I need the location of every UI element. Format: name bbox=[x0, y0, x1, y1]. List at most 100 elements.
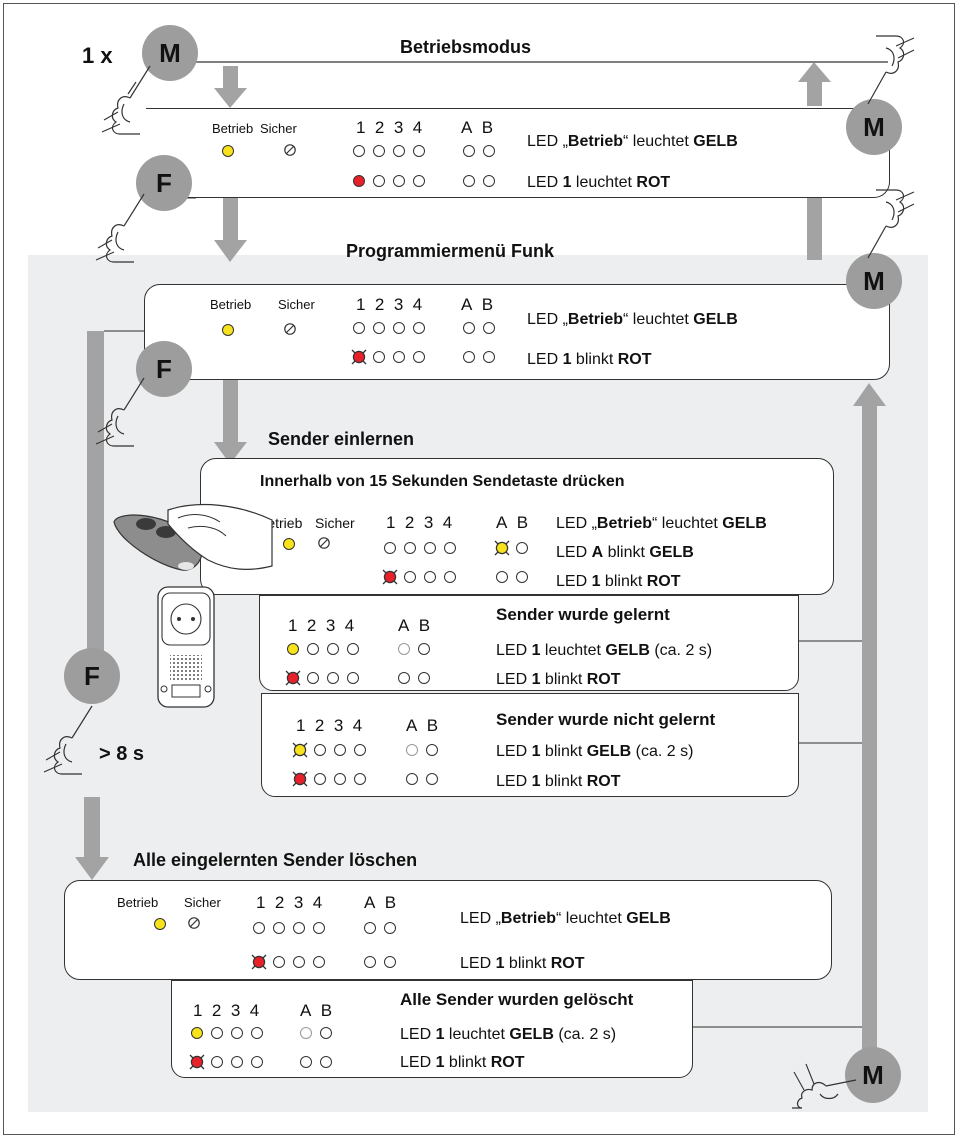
led-off bbox=[406, 744, 418, 756]
mode-line2: LED 1 leuchtet ROT bbox=[527, 174, 671, 191]
led-off bbox=[398, 643, 410, 655]
mode-box bbox=[146, 108, 890, 198]
hand-pointing-icon bbox=[792, 1063, 857, 1109]
learn-title: Sender einlernen bbox=[268, 429, 415, 449]
label-betrieb: Betrieb bbox=[210, 297, 252, 312]
led-off bbox=[426, 773, 438, 785]
led-off bbox=[444, 542, 456, 554]
led-off bbox=[253, 922, 265, 934]
m-button[interactable]: M bbox=[142, 25, 198, 81]
led-off bbox=[373, 351, 385, 363]
led-yellow bbox=[191, 1027, 203, 1039]
led-off bbox=[463, 145, 475, 157]
led-off bbox=[231, 1056, 243, 1068]
led-off bbox=[334, 744, 346, 756]
led-letters: A B bbox=[406, 716, 439, 735]
prog-title: Programmiermenü Funk bbox=[346, 241, 555, 261]
learn-line2: LED A blinkt GELB bbox=[556, 544, 694, 561]
led-off bbox=[300, 1027, 312, 1039]
led-off bbox=[483, 322, 495, 334]
led-off bbox=[496, 571, 508, 583]
label-betrieb: Betrieb bbox=[117, 895, 159, 910]
led-off bbox=[251, 1056, 263, 1068]
blink-star-icon bbox=[189, 1054, 205, 1070]
deleted-title: Alle Sender wurden gelöscht bbox=[400, 990, 634, 1009]
delete-line2: LED 1 blinkt ROT bbox=[460, 955, 585, 972]
m-button[interactable]: M bbox=[846, 253, 902, 309]
led-off bbox=[413, 145, 425, 157]
led-off bbox=[314, 773, 326, 785]
mode-title: Betriebsmodus bbox=[400, 37, 532, 57]
led-off bbox=[354, 744, 366, 756]
led-off bbox=[211, 1027, 223, 1039]
deleted-line2: LED 1 blinkt ROT bbox=[400, 1054, 525, 1071]
learned-line2: LED 1 blinkt ROT bbox=[496, 671, 621, 688]
led-off bbox=[320, 1027, 332, 1039]
hand-pointing-icon bbox=[95, 193, 145, 263]
led-numbers: 1 2 3 4 bbox=[386, 513, 453, 532]
led-off bbox=[516, 571, 528, 583]
led-off bbox=[373, 175, 385, 187]
blink-star-icon bbox=[382, 569, 398, 585]
prog-line2: LED 1 blinkt ROT bbox=[527, 351, 652, 368]
learn-line1: LED „Betrieb“ leuchtet GELB bbox=[556, 515, 767, 532]
label-sicher: Sicher bbox=[184, 895, 221, 910]
led-numbers: 1 2 3 4 bbox=[356, 118, 423, 137]
led-off bbox=[251, 1027, 263, 1039]
led-off bbox=[320, 1056, 332, 1068]
f-button[interactable]: F bbox=[136, 341, 192, 397]
blink-star-icon bbox=[292, 771, 308, 787]
led-off bbox=[463, 351, 475, 363]
led-red bbox=[353, 175, 365, 187]
f-button[interactable]: F bbox=[136, 155, 192, 211]
led-off bbox=[404, 571, 416, 583]
led-letters: A B bbox=[398, 616, 431, 635]
learn-line3: LED 1 blinkt ROT bbox=[556, 573, 681, 590]
led-off bbox=[314, 744, 326, 756]
led-off bbox=[483, 145, 495, 157]
led-off bbox=[404, 542, 416, 554]
led-off bbox=[307, 643, 319, 655]
blink-star-icon bbox=[351, 349, 367, 365]
led-off bbox=[373, 322, 385, 334]
learned-line1: LED 1 leuchtet GELB (ca. 2 s) bbox=[496, 642, 713, 659]
led-off bbox=[273, 956, 285, 968]
hand-pointing-icon bbox=[867, 189, 915, 259]
led-off bbox=[334, 773, 346, 785]
led-off bbox=[211, 1056, 223, 1068]
led-betrieb-yellow bbox=[283, 538, 295, 550]
led-off bbox=[413, 351, 425, 363]
not-learned-title: Sender wurde nicht gelernt bbox=[496, 710, 716, 729]
label-sicher: Sicher bbox=[278, 297, 315, 312]
led-yellow bbox=[287, 643, 299, 655]
led-betrieb-yellow bbox=[222, 145, 234, 157]
led-off bbox=[364, 922, 376, 934]
led-off bbox=[313, 922, 325, 934]
led-off bbox=[347, 672, 359, 684]
not-learned-line1: LED 1 blinkt GELB (ca. 2 s) bbox=[496, 743, 694, 760]
led-betrieb-yellow bbox=[222, 324, 234, 336]
led-off bbox=[384, 956, 396, 968]
led-off bbox=[327, 643, 339, 655]
led-off bbox=[483, 175, 495, 187]
led-off bbox=[413, 322, 425, 334]
led-off bbox=[393, 322, 405, 334]
learned-title: Sender wurde gelernt bbox=[496, 605, 670, 624]
radio-receiver-plug-icon bbox=[157, 586, 215, 708]
led-off bbox=[398, 672, 410, 684]
led-off bbox=[293, 956, 305, 968]
count-label: 1 x bbox=[82, 43, 113, 68]
m-button[interactable]: M bbox=[845, 1047, 901, 1103]
f-button[interactable]: F bbox=[64, 648, 120, 704]
delete-box bbox=[64, 880, 832, 980]
prog-box bbox=[144, 284, 890, 380]
led-off bbox=[384, 542, 396, 554]
led-off bbox=[393, 175, 405, 187]
m-button[interactable]: M bbox=[846, 99, 902, 155]
led-off bbox=[393, 351, 405, 363]
led-off bbox=[231, 1027, 243, 1039]
led-numbers: 1 2 3 4 bbox=[296, 716, 363, 735]
led-off bbox=[327, 672, 339, 684]
led-off bbox=[313, 956, 325, 968]
